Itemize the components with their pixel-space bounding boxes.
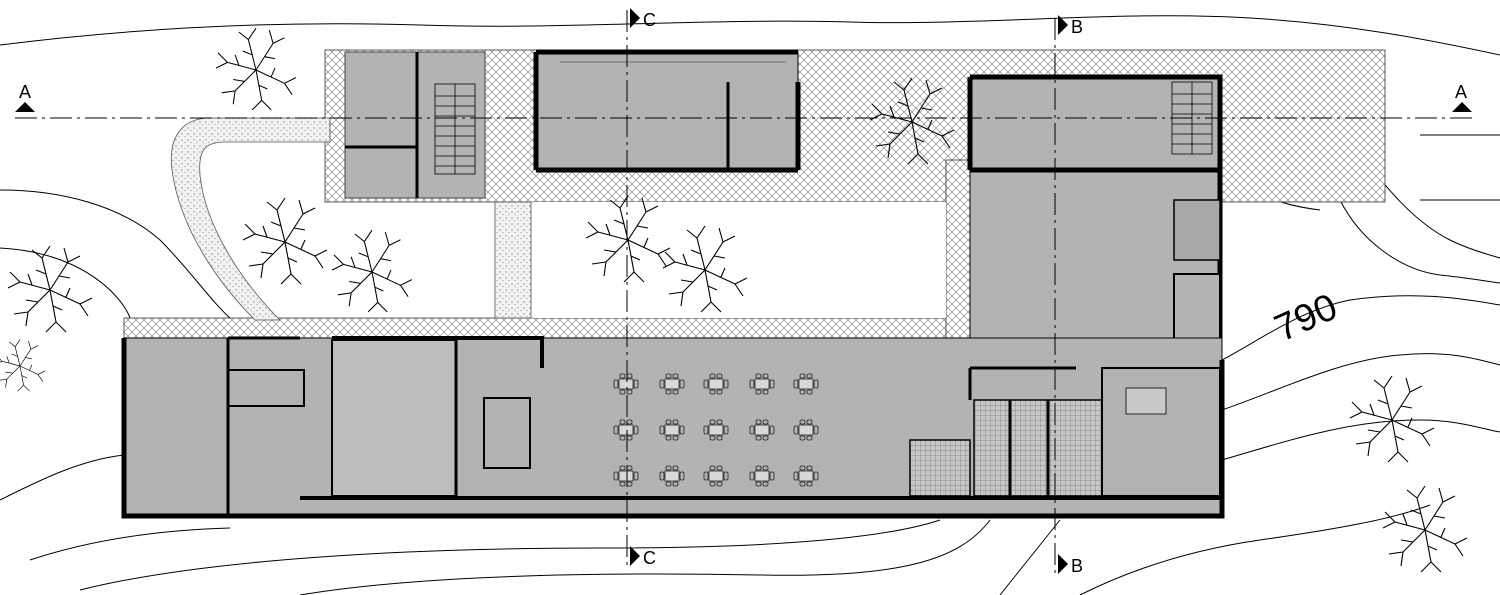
section-label-c-bottom: C	[643, 548, 656, 568]
building-south	[121, 336, 1225, 519]
tree-icon	[1382, 485, 1468, 573]
elevation-label: 790	[1269, 286, 1344, 350]
tree-icon	[215, 27, 297, 111]
section-arrow-icon	[15, 102, 35, 112]
section-arrow-icon	[1058, 554, 1068, 574]
tree-icon	[1349, 375, 1435, 463]
stair-block-northwest	[344, 51, 486, 199]
section-arrow-icon	[1452, 102, 1472, 112]
tree-icon	[242, 197, 328, 285]
tree-icon	[0, 339, 46, 392]
section-label-a-right: A	[1455, 82, 1467, 102]
section-label-a-left: A	[19, 82, 31, 102]
stair-icon	[434, 83, 476, 175]
section-label-b-bottom: B	[1071, 556, 1083, 576]
hall-north-center	[533, 49, 801, 173]
terrain-contours	[0, 15, 1500, 595]
tree-icon	[7, 245, 93, 333]
section-label-c-top: C	[643, 10, 656, 30]
section-label-b-top: B	[1071, 17, 1083, 37]
section-markers: A A C C B B	[15, 8, 1472, 576]
section-lines	[15, 10, 1475, 575]
tree-icon	[331, 229, 413, 313]
building-east	[967, 74, 1223, 368]
section-arrow-icon	[1058, 15, 1068, 35]
section-arrow-icon	[630, 8, 640, 28]
section-arrow-icon	[630, 546, 640, 566]
gravel-path	[170, 117, 532, 321]
